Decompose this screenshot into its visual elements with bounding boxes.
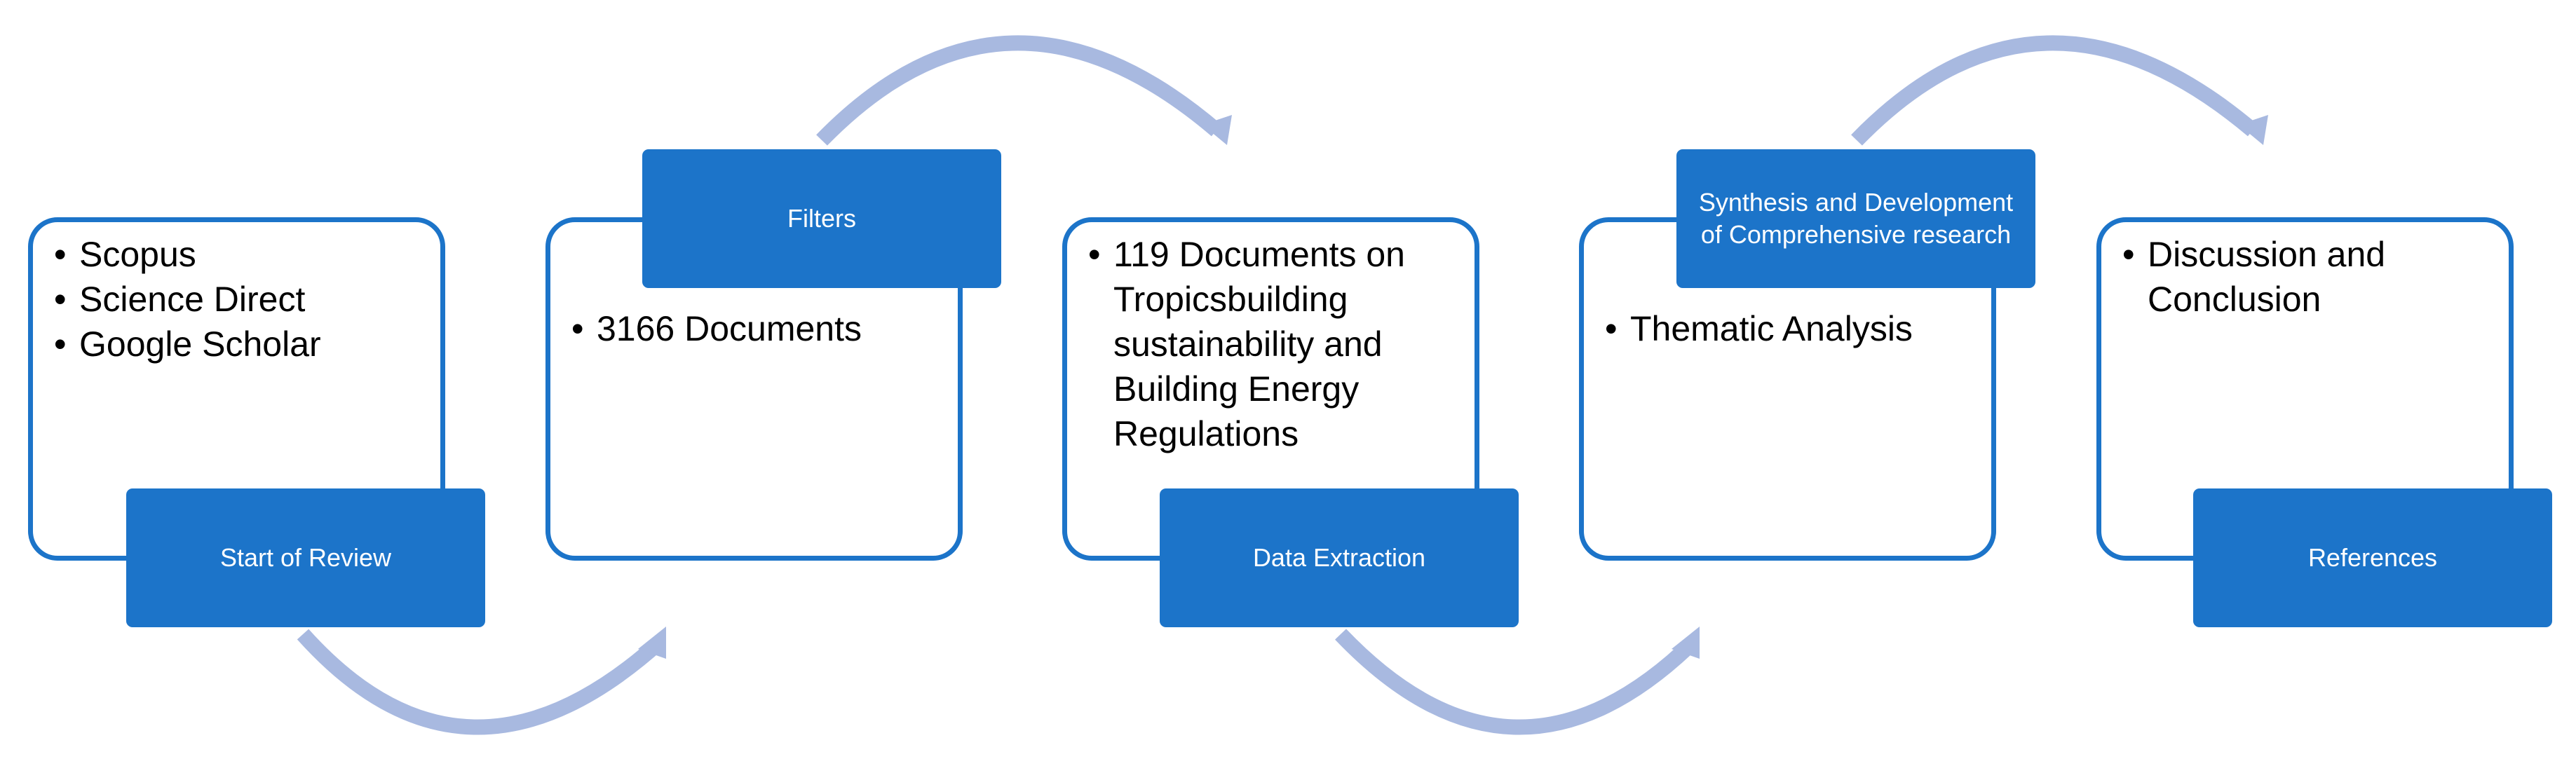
analysis-list: Thematic Analysis [1605,306,1972,351]
arrow-shaft [297,629,666,735]
document-count-list: 3166 Documents [571,306,938,351]
bullet-item: 119 Documents on Tropicsbuilding sustain… [1088,232,1455,456]
bullet-item: 3166 Documents [571,306,938,351]
arrow-extraction-to-synthesis [1335,627,1700,735]
arrow-start-to-filters [297,627,666,735]
step-label-data-extraction: Data Extraction [1160,488,1519,627]
arrow-head [2239,115,2268,145]
arrow-head [1202,115,1232,145]
bullet-item: Thematic Analysis [1605,306,1972,351]
bullet-item: Google Scholar [54,322,421,367]
arrow-shaft [1851,35,2258,146]
step-label-filters: Filters [642,149,1001,288]
bullet-item: Science Direct [54,277,421,322]
arrow-filters-to-extraction [816,35,1232,146]
arrow-synthesis-to-references [1851,35,2268,146]
source-list: Scopus Science Direct Google Scholar [54,232,421,367]
step-label-references: References [2193,488,2552,627]
step-label-start-of-review: Start of Review [126,488,485,627]
arrow-head [1672,627,1700,659]
extracted-documents-list: 119 Documents on Tropicsbuilding sustain… [1088,232,1455,456]
arrow-shaft [1335,629,1700,735]
bullet-item: Scopus [54,232,421,277]
conclusion-list: Discussion and Conclusion [2122,232,2489,322]
step-label-synthesis: Synthesis and Development of Comprehensi… [1676,149,2035,288]
bullet-item: Discussion and Conclusion [2122,232,2489,322]
arrow-head [638,627,666,659]
arrow-shaft [816,35,1222,146]
